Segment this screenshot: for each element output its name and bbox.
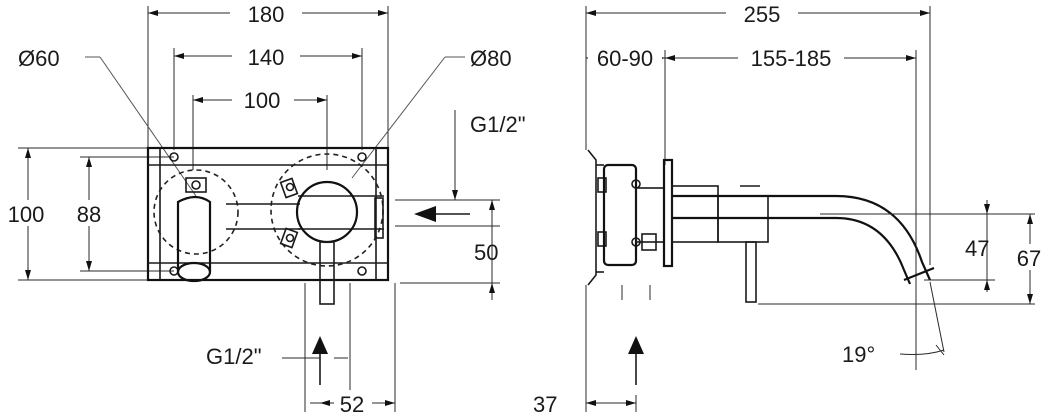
mixer-lever [745, 241, 757, 303]
mount-hole-tr [357, 152, 367, 162]
dim-height-overall-label: 100 [8, 202, 45, 227]
dim-width-overall-label: 180 [248, 2, 285, 27]
bottom-inlet-arrow [312, 336, 328, 354]
dim-outlet-height-2-label: 67 [1017, 246, 1041, 271]
dim-inlet-spacing: 100 [193, 86, 327, 113]
spout-arm [671, 185, 935, 285]
dim-width-holes-label: 140 [248, 45, 285, 70]
mount-hole-tl [169, 152, 179, 162]
dim-inlet-spacing-label: 100 [244, 88, 281, 113]
diameter-right-label: Ø80 [470, 46, 512, 71]
mixer-body [279, 177, 384, 249]
outlet-angle-label: 19° [842, 342, 875, 367]
wall-box-plate [146, 146, 390, 282]
mixer-housing-dashed [270, 153, 384, 267]
dim-wall-range-label: 60-90 [597, 46, 653, 71]
dim-wall-depth-label: 37 [533, 392, 557, 417]
dim-length-overall-label: 255 [744, 2, 781, 27]
valve-body [602, 163, 638, 267]
dim-wall-range: 60-90 [586, 44, 665, 71]
mount-hole-br [357, 266, 367, 276]
dim-inlet-height: 50 [474, 200, 498, 300]
thread-bottom-label: G1/2" [206, 344, 262, 369]
dim-width-holes: 140 [174, 43, 362, 70]
side-bottom-inlet-arrow [628, 336, 644, 354]
dim-inlet-height-label: 50 [474, 240, 498, 265]
dim-height-holes-label: 88 [77, 202, 101, 227]
thread-side-label: G1/2" [470, 112, 526, 137]
bottom-inlet-pipe [319, 241, 335, 305]
spout-stub [176, 177, 212, 283]
dim-spout-range: 155-185 [665, 44, 916, 71]
dim-height-holes: 88 [68, 157, 110, 271]
dim-length-overall: 255 [586, 0, 930, 27]
dim-wall-depth: 37 [533, 392, 637, 417]
dim-height-overall: 100 [2, 148, 52, 280]
diameter-left-label: Ø60 [18, 46, 60, 71]
dim-width-overall: 180 [148, 0, 388, 27]
wall-plate [662, 158, 674, 268]
dim-spout-range-label: 155-185 [751, 46, 832, 71]
dim-bottom-offset-label: 52 [340, 392, 364, 417]
wall-bracket [587, 149, 607, 286]
dim-outlet-height-1-label: 47 [965, 236, 989, 261]
front-view: 180 140 100 Ø60 Ø80 [2, 0, 526, 417]
dim-outlet-height-1: 47 [965, 200, 990, 292]
dim-bottom-offset: 52 [310, 390, 395, 417]
spout-housing-dashed [153, 169, 239, 255]
side-inlet-arrow [414, 206, 436, 222]
dim-outlet-height-2: 67 [1010, 214, 1048, 304]
side-view: 255 60-90 155-185 [533, 0, 1048, 417]
